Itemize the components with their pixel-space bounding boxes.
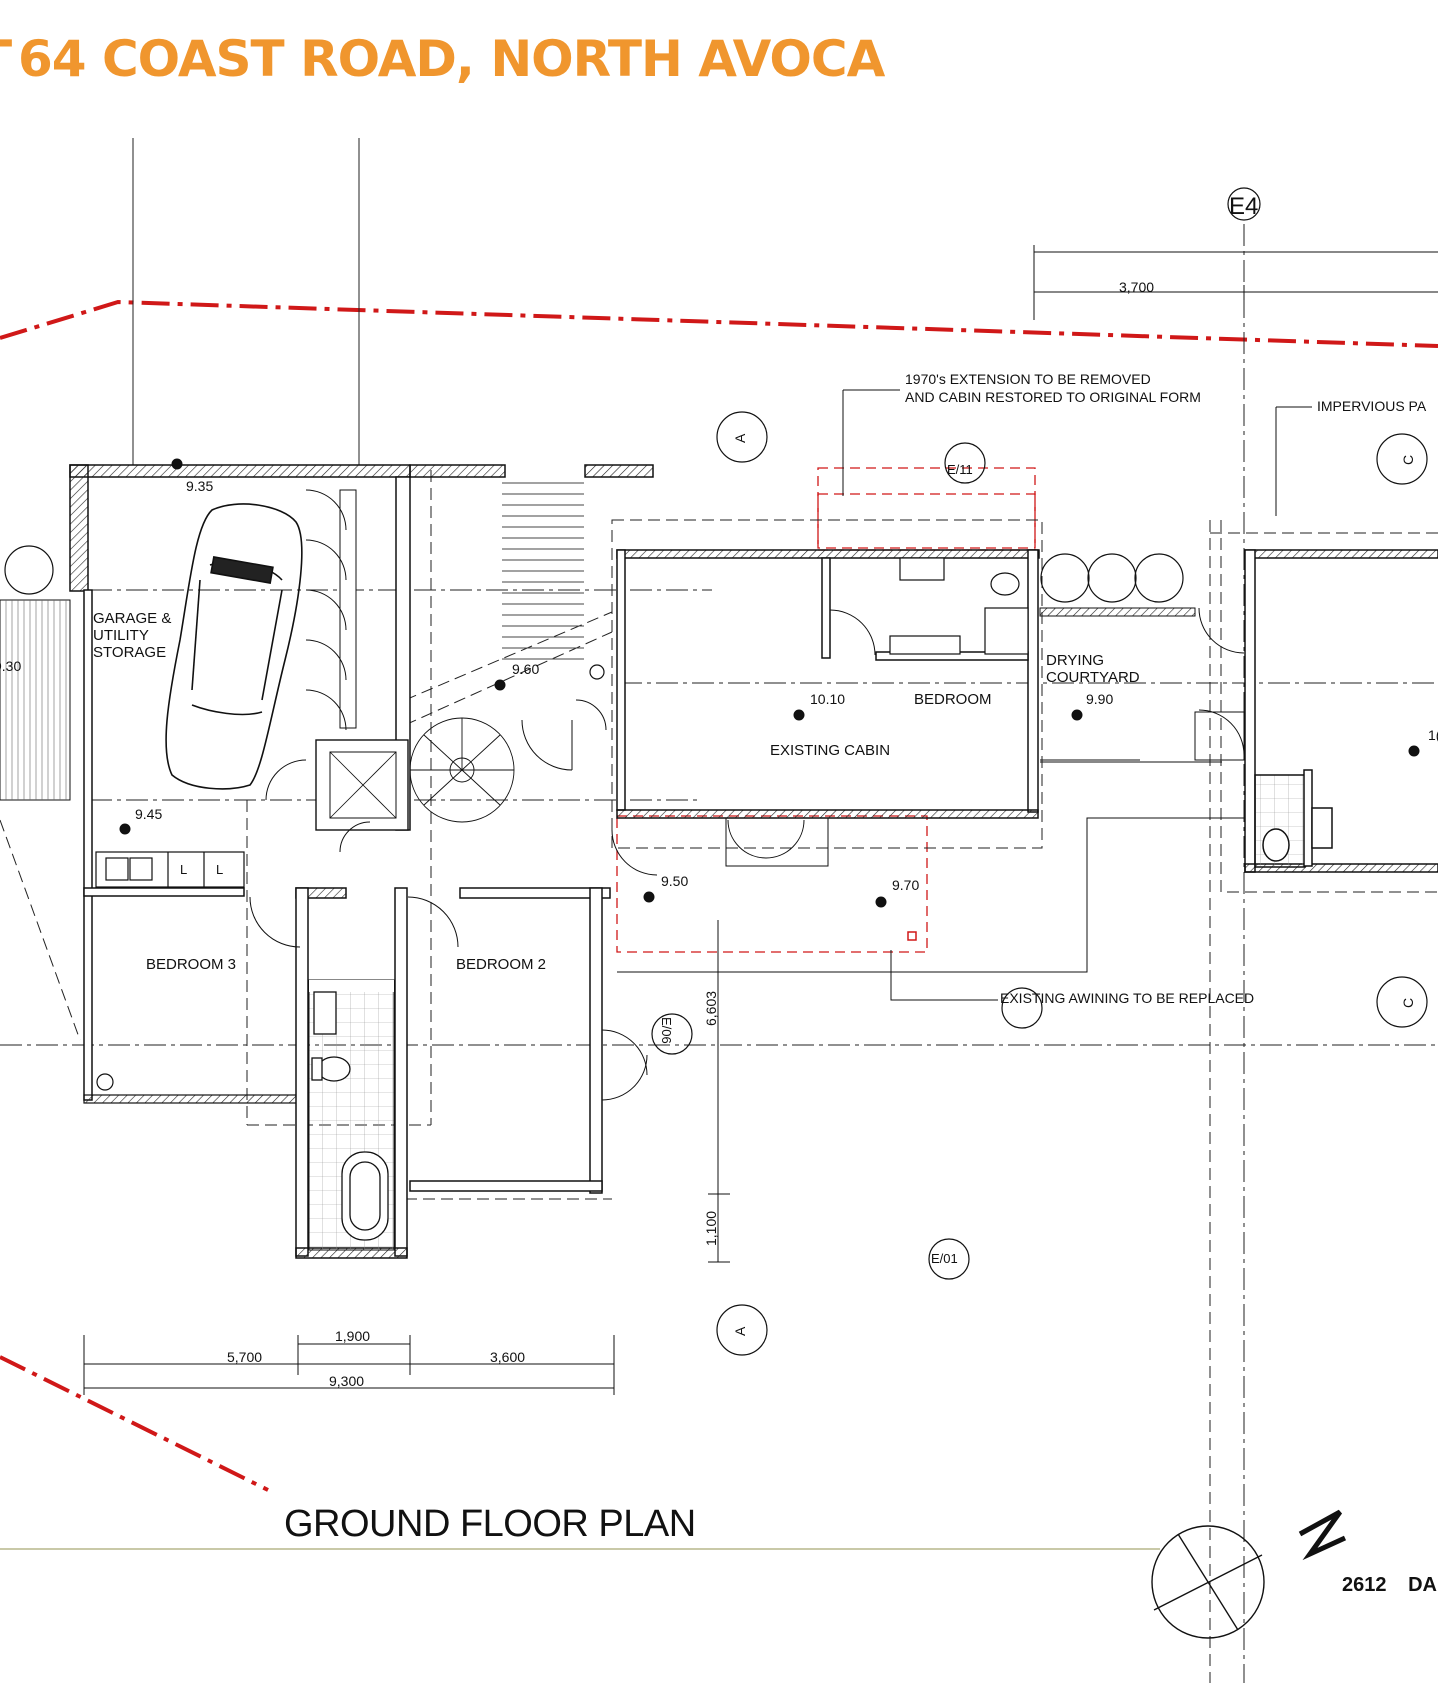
cabin-doors <box>725 609 876 867</box>
level-970: 9.70 <box>892 877 919 893</box>
downpipe <box>96 1073 114 1091</box>
dim-1100: 1,100 <box>703 1211 719 1246</box>
room-garage-line1: GARAGE & <box>93 610 171 627</box>
eave-outline-dashed <box>0 470 1438 1683</box>
red-marker-square <box>907 931 917 941</box>
car-icon <box>165 503 303 790</box>
north-compass-icon <box>1151 1509 1347 1639</box>
deck-boards <box>5 600 67 800</box>
tree-circle <box>4 545 54 595</box>
laundry-l-2: L <box>216 862 223 877</box>
room-bedroom-3: BEDROOM 3 <box>146 956 236 973</box>
level-990: 9.90 <box>1086 691 1113 707</box>
dim-6603: 6,603 <box>703 991 719 1026</box>
elevation-e11: E/11 <box>947 462 973 477</box>
dim-9300: 9,300 <box>329 1373 364 1389</box>
dim-3700: 3,700 <box>1119 279 1154 295</box>
level-935: 9.35 <box>186 478 213 494</box>
service-point <box>589 664 605 680</box>
level-1010: 10.10 <box>810 691 845 707</box>
sheet-title: GROUND FLOOR PLAN <box>284 1503 696 1545</box>
room-drying-line1: DRYING <box>1046 652 1104 669</box>
garage-doors-arcs <box>265 489 371 853</box>
note-extension-line1: 1970's EXTENSION TO BE REMOVED <box>905 371 1151 387</box>
bath-fixtures <box>311 991 389 1241</box>
sheet-number: 2612 <box>1342 1574 1387 1596</box>
cabin-walls <box>616 549 1040 819</box>
grid-lines <box>132 138 360 465</box>
section-c-top: C <box>1400 455 1416 465</box>
dim-3600: 3,600 <box>490 1349 525 1365</box>
room-existing-cabin: EXISTING CABIN <box>770 742 890 759</box>
title-text: 64 COAST ROAD, NORTH AVOCA <box>18 30 885 88</box>
note-extension-line2: AND CABIN RESTORED TO ORIGINAL FORM <box>905 389 1201 405</box>
elevation-e06: E/06 <box>659 1017 674 1044</box>
section-a-bottom: A <box>732 1326 748 1336</box>
cabin-fixtures <box>889 557 1029 655</box>
dimension-lines <box>83 245 1438 1395</box>
sheet-suffix: DA <box>1408 1574 1437 1596</box>
red-demolition-outline <box>616 467 1036 953</box>
note-awning: EXISTING AWINING TO BE REPLACED <box>1000 990 1254 1006</box>
east-building-walls <box>1244 549 1438 873</box>
elevation-e01: E/01 <box>931 1251 958 1266</box>
note-impervious: IMPERVIOUS PA <box>1317 398 1427 414</box>
level-markers <box>119 458 1420 908</box>
level-950: 9.50 <box>661 873 688 889</box>
section-markers <box>651 187 1428 1356</box>
section-c-bottom: C <box>1400 998 1416 1008</box>
project-title: T 64 COAST ROAD, NORTH AVOCA <box>0 30 1438 110</box>
laundry-l-1: L <box>180 862 187 877</box>
level-930: 9.30 <box>0 658 21 674</box>
garden-deck <box>0 599 71 801</box>
dash-dot-grid <box>0 224 1438 1683</box>
spiral-stair <box>409 717 515 823</box>
laundry-bench <box>95 851 245 888</box>
grid-marker-e4: E4 <box>1229 193 1258 220</box>
dim-1900: 1,900 <box>335 1328 370 1344</box>
entry-doors <box>521 699 607 771</box>
courtyard-shrubs <box>1040 553 1184 603</box>
doors-bedrooms <box>249 829 658 1101</box>
room-garage-line3: STORAGE <box>93 644 166 661</box>
property-boundary <box>0 299 1438 1492</box>
title-prefix: T <box>0 30 12 88</box>
sheet-number-block: 2612 DA <box>1342 1574 1437 1597</box>
room-bedroom-2: BEDROOM 2 <box>456 956 546 973</box>
level-960: 9.60 <box>512 661 539 677</box>
level-945: 9.45 <box>135 806 162 822</box>
level-partial: 1( <box>1428 727 1438 743</box>
section-a-top: A <box>732 433 748 443</box>
room-drying-line2: COURTYARD <box>1046 669 1140 686</box>
room-bedroom: BEDROOM <box>914 691 992 708</box>
room-garage-line2: UTILITY <box>93 627 149 644</box>
courtyard-lines <box>617 607 1245 973</box>
dim-5700: 5,700 <box>227 1349 262 1365</box>
